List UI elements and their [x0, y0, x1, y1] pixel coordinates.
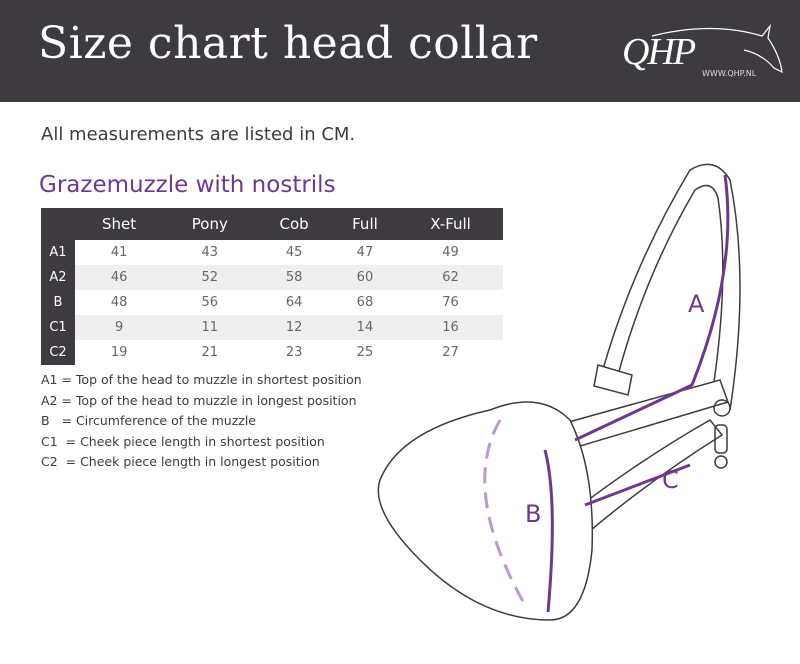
- table-header-row: Shet Pony Cob Full X-Full: [41, 208, 503, 240]
- table-cell: 60: [331, 265, 399, 290]
- table-row: A1 41 43 45 47 49: [41, 240, 503, 265]
- column-header: X-Full: [398, 208, 503, 240]
- table-cell: 41: [110, 245, 128, 260]
- row-label: B: [41, 290, 75, 315]
- page-title: Size chart head collar: [38, 18, 538, 69]
- grazing-muzzle-diagram: A B C: [377, 163, 741, 621]
- table-cell: 19: [110, 345, 128, 360]
- table-row: C2 19 21 23 25 27: [41, 340, 503, 365]
- table-cell: 68: [356, 295, 374, 310]
- column-header: Cob: [256, 208, 332, 240]
- legend-item: A2 = Top of the head to muzzle in longes…: [41, 392, 357, 408]
- table-cell: 52: [163, 265, 257, 290]
- horse-head-icon: [651, 23, 783, 74]
- table-cell: 23: [285, 345, 303, 360]
- measurement-note: All measurements are listed in CM.: [41, 124, 356, 145]
- row-label: A1: [41, 240, 75, 265]
- table-row: B 48 56 64 68 76: [41, 290, 503, 315]
- table-cell: 11: [163, 315, 257, 340]
- legend-item: A1 = Top of the head to muzzle in shorte…: [41, 372, 362, 387]
- row-label: C2: [41, 340, 75, 365]
- table-cell: 76: [442, 295, 459, 310]
- column-header: Pony: [163, 208, 257, 240]
- table-cell: 25: [356, 345, 374, 360]
- label-c: C: [662, 466, 679, 494]
- label-a: A: [688, 290, 705, 318]
- snap-hook-icon: [713, 399, 731, 469]
- table-cell: 62: [398, 265, 503, 290]
- legend-item: C2 = Cheek piece length in longest posit…: [41, 454, 320, 469]
- column-header: Full: [331, 208, 399, 240]
- table-cell: 47: [356, 245, 374, 260]
- table-cell: 48: [110, 295, 128, 310]
- qhp-logo: QHP WWW.QHP.NL: [612, 16, 792, 86]
- table-cell: 12: [256, 315, 332, 340]
- row-label: C1: [41, 315, 75, 340]
- table-cell: 9: [75, 315, 164, 340]
- table-cell: 14: [331, 315, 399, 340]
- table-cell: 56: [201, 295, 219, 310]
- column-header: Shet: [75, 208, 164, 240]
- table-cell: 46: [75, 265, 164, 290]
- table-cell: 16: [398, 315, 503, 340]
- table-cell: 64: [285, 295, 303, 310]
- row-label: A2: [41, 265, 75, 290]
- legend-item: B = Circumference of the muzzle: [41, 413, 256, 428]
- table-cell: 27: [442, 345, 459, 360]
- table-cell: 58: [256, 265, 332, 290]
- table-cell: 21: [201, 345, 219, 360]
- table-cell: 43: [201, 245, 219, 260]
- label-b: B: [525, 500, 541, 528]
- product-title: Grazemuzzle with nostrils: [39, 172, 336, 198]
- table-cell: 45: [285, 245, 303, 260]
- header-banner: Size chart head collar QHP WWW.QHP.NL: [0, 0, 800, 102]
- legend-item: C1 = Cheek piece length in shortest posi…: [41, 433, 325, 449]
- legend: A1 = Top of the head to muzzle in shorte…: [41, 370, 362, 473]
- table-cell: 49: [442, 245, 459, 260]
